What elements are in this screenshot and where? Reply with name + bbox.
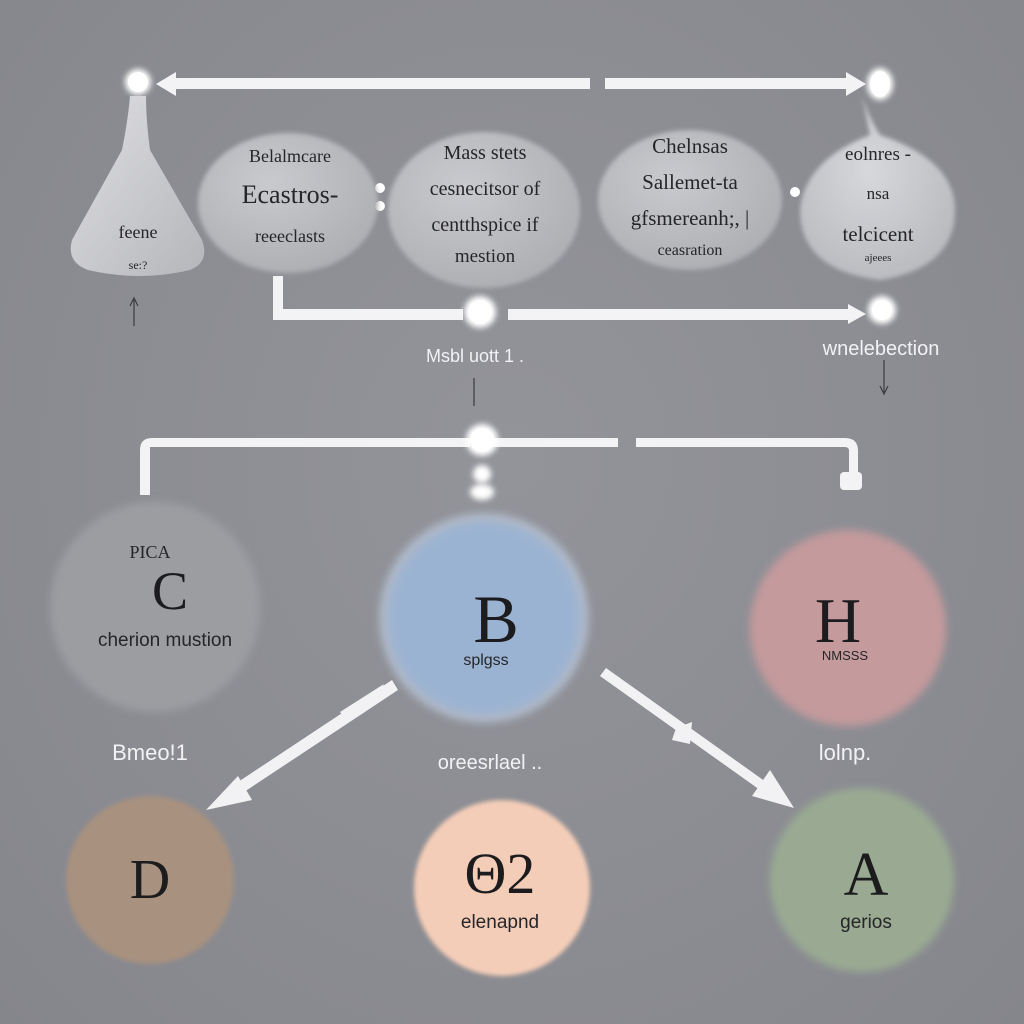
circle-a-letter: A [843,841,889,909]
circle-h-caption: NMSSS [821,648,869,663]
process-node-1 [198,133,378,273]
node-4-line-1: eolnres - [845,144,911,165]
node-1-line-3: reeeclasts [255,226,325,246]
node-1-line-1: Belalmcare [249,146,331,166]
process-node-4 [800,96,955,280]
circle-h-letter: H [814,585,862,656]
node-3-line-4: ceasration [657,242,723,259]
circle-d [66,796,234,964]
arrow-b-to-a [600,668,794,808]
circle-e-letter: Θ2 [464,841,536,906]
circle-c-top-label: PICA [129,542,171,562]
circle-e-caption: elenapnd [460,912,540,933]
vertical-markers [129,296,889,406]
circle-e [414,800,590,976]
circle-d-letter: D [129,849,171,911]
circle-b-caption: splgss [463,652,509,669]
node-2-line-2: cesnecitsor of [429,178,541,200]
circle-b-letter: B [473,581,519,657]
center-bottom-annotation: oreesrlael .. [437,752,543,774]
mid-annotation: Msbl uott 1 . [425,346,525,366]
flask-label: feene [118,222,158,242]
process-node-2 [388,132,580,288]
circle-c-letter: C [151,561,189,621]
lower-bracket [140,438,862,495]
node-1-line-2: Ecastros- [241,180,339,209]
arrow-b-to-d [206,680,398,810]
node-2-line-3: centthspice if [431,214,539,236]
node-3-line-2: Sallemet-ta [642,170,738,194]
middle-connector [273,276,866,324]
node-2-line-4: mestion [454,246,516,267]
node-3-line-1: Chelnsas [652,134,728,158]
node-4-line-2: nsa [866,184,890,203]
right-bottom-annotation: lolnp. [818,740,872,765]
node-3-line-3: gfsmereanh;, | [630,206,750,230]
flask-sublabel: se:? [128,258,148,272]
circle-c [50,502,260,712]
left-bottom-annotation: Bmeo!1 [112,740,188,765]
flask-node [70,96,205,276]
top-connector [156,72,866,96]
right-annotation: wnelebection [822,338,940,360]
node-4-line-3: telcicent [842,222,914,246]
junction-nodes [125,68,896,500]
circle-a-caption: gerios [840,912,892,933]
node-2-line-1: Mass stets [443,142,527,164]
circle-h [750,530,946,726]
circle-a [770,788,954,972]
node-4-line-4: ajeees [864,252,892,264]
circle-c-caption: cherion mustion [97,630,233,651]
circle-b [379,513,589,723]
process-node-3 [598,130,782,270]
